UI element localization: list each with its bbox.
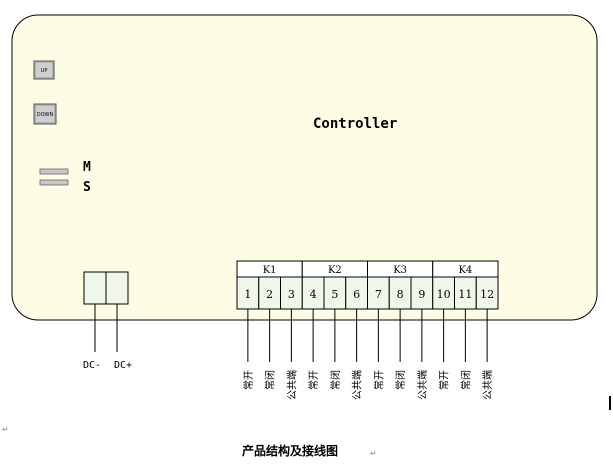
power-terminal-dc-plus <box>105 271 129 305</box>
relay-group-label-k2: K2 <box>328 265 342 276</box>
mode-switch[interactable] <box>39 168 69 186</box>
relay-wire-label-6: 公共端 <box>351 370 364 400</box>
relay-wire-label-12: 公共端 <box>481 370 494 400</box>
relay-wire-label-5: 常闭 <box>329 370 342 390</box>
relay-wire-label-2: 常闭 <box>264 370 277 390</box>
relay-terminal-number-8: 8 <box>397 288 404 301</box>
relay-group-label-k4: K4 <box>458 265 472 276</box>
relay-terminal-number-6: 6 <box>353 288 360 301</box>
relay-terminal-number-2: 2 <box>266 288 273 301</box>
svg-text:DOWN: DOWN <box>37 112 54 118</box>
svg-text:UP: UP <box>41 68 48 74</box>
power-label-dc-plus: DC+ <box>114 360 132 371</box>
relay-wire-label-8: 常闭 <box>394 370 407 390</box>
controller-title: Controller <box>313 116 397 132</box>
relay-terminal-number-12: 12 <box>480 288 494 301</box>
edge-marker <box>609 396 611 410</box>
relay-terminal-number-11: 11 <box>458 288 472 301</box>
relay-wire-label-7: 常开 <box>372 370 385 390</box>
relay-terminal-number-4: 4 <box>310 288 317 301</box>
relay-group-label-k3: K3 <box>393 265 407 276</box>
down-button[interactable]: DOWN <box>33 103 57 125</box>
power-terminal-block <box>83 271 129 352</box>
relay-terminal-number-7: 7 <box>375 288 382 301</box>
switch-bar-m <box>39 168 69 175</box>
relay-terminal-number-5: 5 <box>331 288 338 301</box>
controller-board <box>11 14 598 321</box>
up-button[interactable]: UP <box>33 60 55 80</box>
relay-group-label-k1: K1 <box>263 265 277 276</box>
mode-label-s: S <box>83 180 91 195</box>
relay-wire-label-4: 常开 <box>307 370 320 390</box>
mode-label-m: M <box>83 160 91 175</box>
relay-wire-label-11: 常闭 <box>459 370 472 390</box>
relay-wire-label-9: 公共端 <box>416 370 429 400</box>
relay-terminal-number-9: 9 <box>418 288 425 301</box>
relay-wire-label-10: 常开 <box>438 370 451 390</box>
power-terminal-dc-minus <box>83 271 107 305</box>
relay-terminal-number-10: 10 <box>437 288 451 301</box>
caption-paragraph-mark: ↵ <box>370 449 377 458</box>
relay-terminal-number-1: 1 <box>244 288 251 301</box>
switch-bar-s <box>39 179 69 186</box>
relay-terminal-number-3: 3 <box>288 288 295 301</box>
power-label-dc-minus: DC- <box>83 360 101 371</box>
left-paragraph-mark: ↵ <box>2 425 9 434</box>
diagram-caption: 产品结构及接线图 <box>242 443 338 458</box>
relay-wire-label-1: 常开 <box>242 370 255 390</box>
relay-wire-label-3: 公共端 <box>285 370 298 400</box>
relay-terminal-strip: K1 1 常开 2 常闭 3 公共端 K2 4 常开 5 常闭 6 公共端 K3 7 常开 8 常闭 9 公共端 K4 10… <box>236 260 499 400</box>
